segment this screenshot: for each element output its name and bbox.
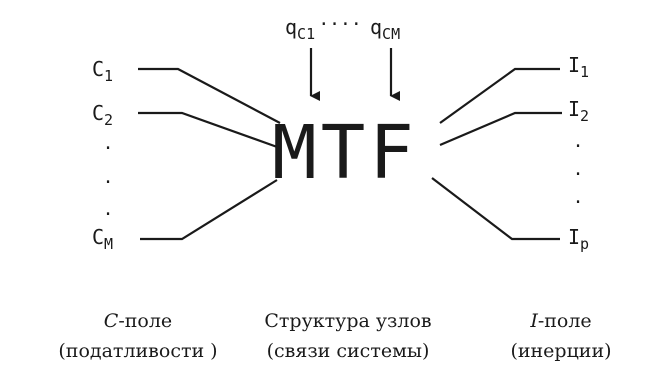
- bond-cm: [140, 179, 278, 241]
- bond-c2: [138, 111, 281, 150]
- i-field-dot: ·: [573, 136, 584, 157]
- q-cm-label: qCM: [370, 15, 400, 43]
- c-field-dot: ·: [103, 204, 114, 225]
- port-c2-label: C2: [92, 101, 113, 129]
- bond-i2: [439, 111, 562, 147]
- caption-c-field-title: C-поле: [103, 310, 173, 332]
- caption-i-field-title: I-поле: [530, 310, 592, 332]
- i-field-dot: ·: [573, 192, 584, 213]
- caption-junction-structure: Структура узлов (связи системы): [248, 306, 448, 366]
- c-field-dot: ·: [103, 172, 114, 193]
- bond-ip: [431, 177, 560, 241]
- port-i1-label: I1: [568, 53, 589, 81]
- port-ip-label: Ip: [568, 225, 589, 253]
- port-c1-label: C1: [92, 57, 113, 85]
- bond-c1: [138, 67, 281, 124]
- i-field-dot: ·: [573, 164, 584, 185]
- q-c1-label: qC1: [285, 15, 315, 43]
- caption-i-field: I-поле (инерции): [486, 306, 636, 366]
- q-dots: ····: [318, 14, 361, 35]
- caption-c-field: C-поле (податливости ): [48, 306, 228, 366]
- port-i2-label: I2: [568, 97, 589, 125]
- caption-i-field-subtitle: (инерции): [510, 340, 612, 362]
- bond-i1: [439, 67, 560, 124]
- caption-junction-title: Структура узлов: [264, 310, 432, 332]
- c-field-dot: ·: [103, 138, 114, 159]
- mtf-label: MTF: [272, 110, 418, 196]
- caption-c-field-subtitle: (податливости ): [58, 340, 218, 362]
- port-cm-label: CM: [92, 225, 113, 253]
- caption-junction-subtitle: (связи системы): [266, 340, 430, 362]
